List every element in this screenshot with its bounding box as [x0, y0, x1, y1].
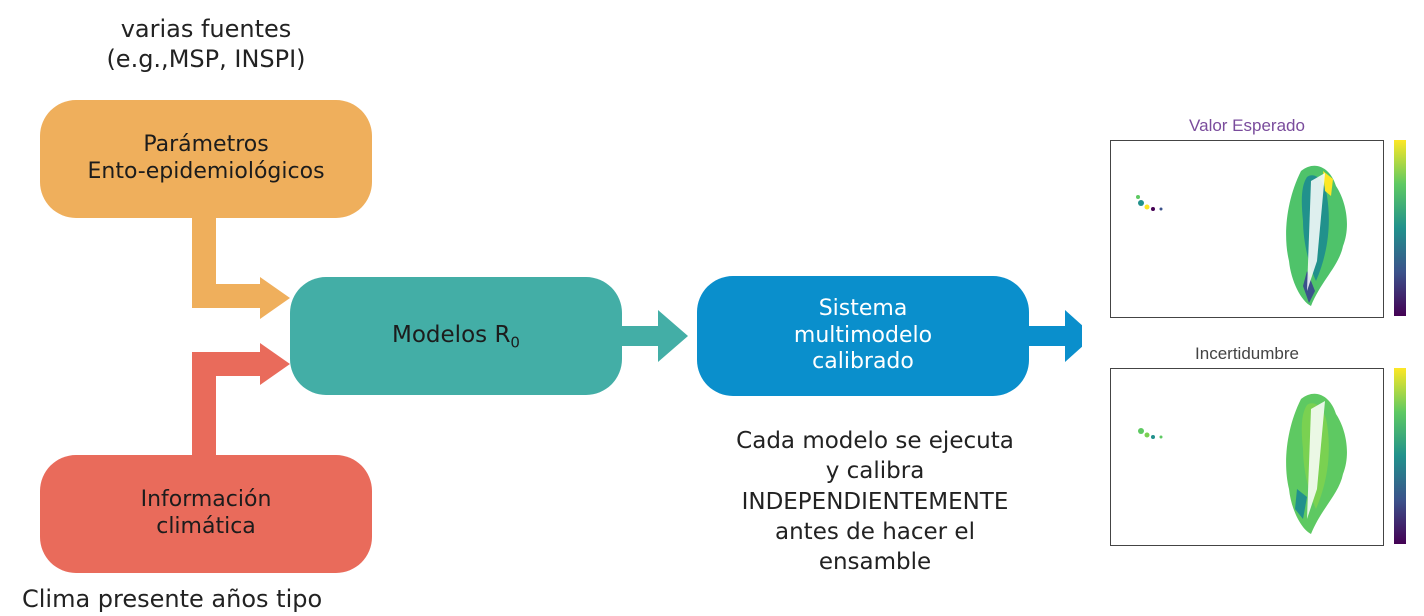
system-line3: calibrado: [812, 349, 914, 375]
uncertainty-colorbar: [1394, 368, 1406, 544]
climate-caption: Clima presente años tipo: [22, 585, 323, 613]
models-label-text: Modelos R: [392, 321, 511, 348]
parameters-line2: Ento-epidemiológicos: [87, 159, 325, 184]
climate-line2: climática: [156, 514, 256, 539]
expected-value-map-graphic: [1136, 165, 1347, 306]
uncertainty-title: Incertidumbre: [1195, 344, 1299, 363]
blue-arrowhead: [1065, 310, 1094, 362]
sources-caption-line1: varias fuentes: [120, 15, 292, 43]
models-label-subscript: 0: [510, 333, 520, 352]
note-line4: antes de hacer el: [775, 519, 975, 546]
calibration-note: Cada modelo se ejecuta y calibra INDEPEN…: [690, 426, 1060, 578]
note-line1: Cada modelo se ejecuta: [736, 428, 1014, 454]
system-line1: Sistema: [818, 295, 908, 321]
uncertainty-map-graphic: [1138, 393, 1347, 534]
parameters-line1: Parámetros: [143, 132, 269, 158]
expected-value-colorbar: [1394, 140, 1406, 316]
r0-models-box: Modelos R0: [290, 277, 622, 395]
note-line3: INDEPENDIENTEMENTE: [741, 488, 1009, 515]
expected-value-map: Valor Esperado: [1082, 112, 1412, 350]
sources-caption-line2: (e.g.,MSP, INSPI): [106, 45, 306, 73]
expected-value-plot: [1110, 140, 1384, 318]
r0-models-label: Modelos R0: [392, 321, 520, 352]
sources-caption: varias fuentes (e.g.,MSP, INSPI): [40, 14, 372, 74]
teal-connector-shaft: [622, 326, 662, 346]
teal-arrowhead: [658, 310, 688, 362]
uncertainty-map: Incertidumbre: [1082, 340, 1412, 578]
expected-value-title: Valor Esperado: [1189, 116, 1305, 135]
system-line2: multimodelo: [793, 322, 933, 348]
red-arrowhead: [260, 343, 290, 385]
blue-connector-shaft: [1029, 326, 1069, 346]
multimodel-system-box: Sistema multimodelo calibrado: [697, 276, 1029, 396]
climate-info-box: Información climática: [40, 455, 372, 573]
orange-arrowhead: [260, 277, 290, 319]
climate-line1: Información: [140, 487, 272, 513]
note-line5: ensamble: [818, 549, 932, 576]
note-line2: y calibra: [825, 458, 925, 485]
parameters-box: Parámetros Ento-epidemiológicos: [40, 100, 372, 218]
uncertainty-plot: [1110, 368, 1384, 546]
